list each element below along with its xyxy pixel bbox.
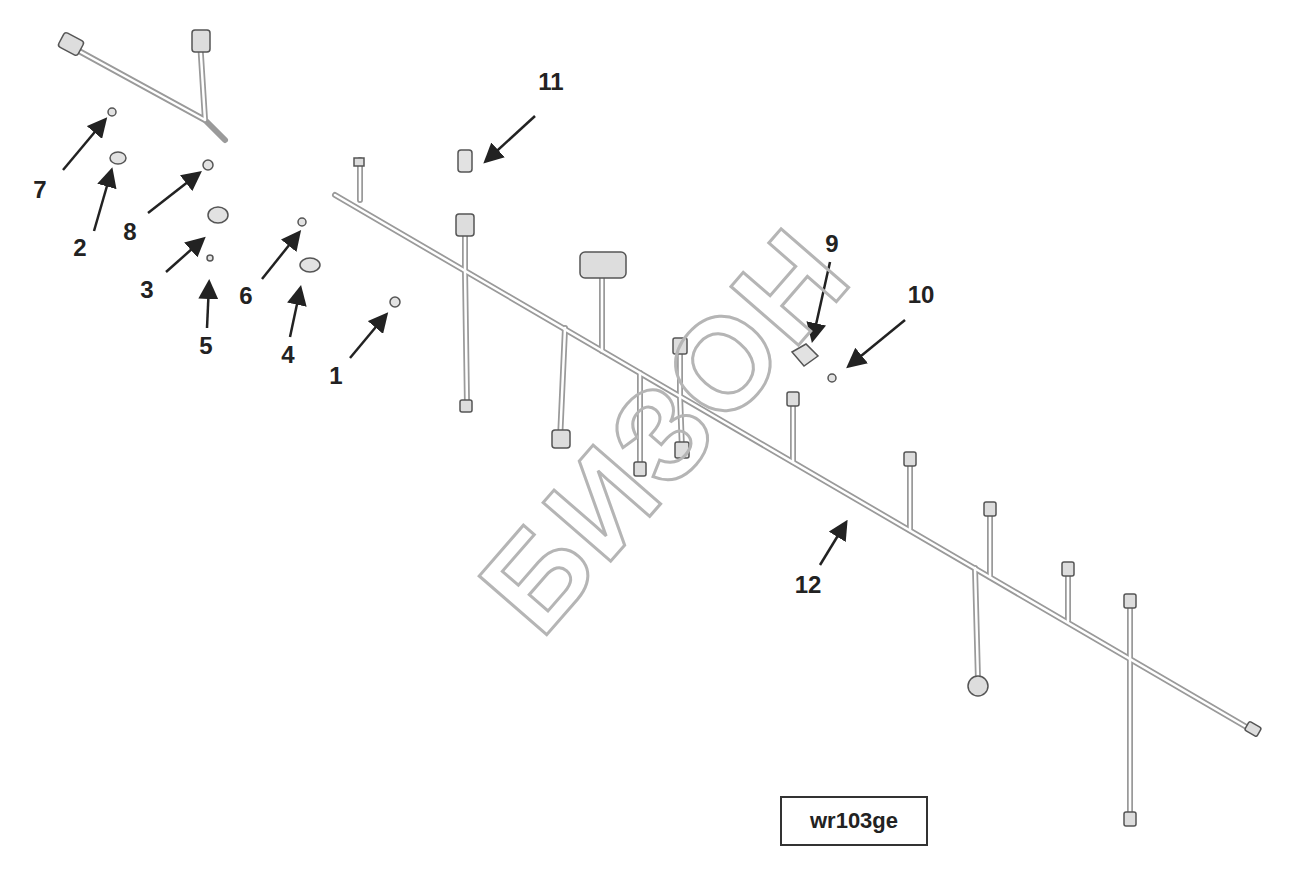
drawing-code: wr103ge	[810, 808, 898, 834]
callout-number: 2	[73, 236, 86, 260]
callout-number: 1	[329, 364, 342, 388]
wires	[68, 40, 1255, 820]
callout-number: 8	[123, 220, 136, 244]
callout-number: 11	[538, 70, 563, 94]
callout-number: 12	[795, 573, 822, 597]
callout-number: 5	[199, 334, 212, 358]
callout-number: 3	[140, 278, 153, 302]
drawing-code-box: wr103ge	[780, 796, 928, 846]
callout-number: 10	[908, 283, 935, 307]
callout-number: 6	[239, 284, 252, 308]
callout-number: 7	[33, 178, 46, 202]
callout-number: 4	[281, 343, 294, 367]
connectors	[58, 30, 1262, 826]
